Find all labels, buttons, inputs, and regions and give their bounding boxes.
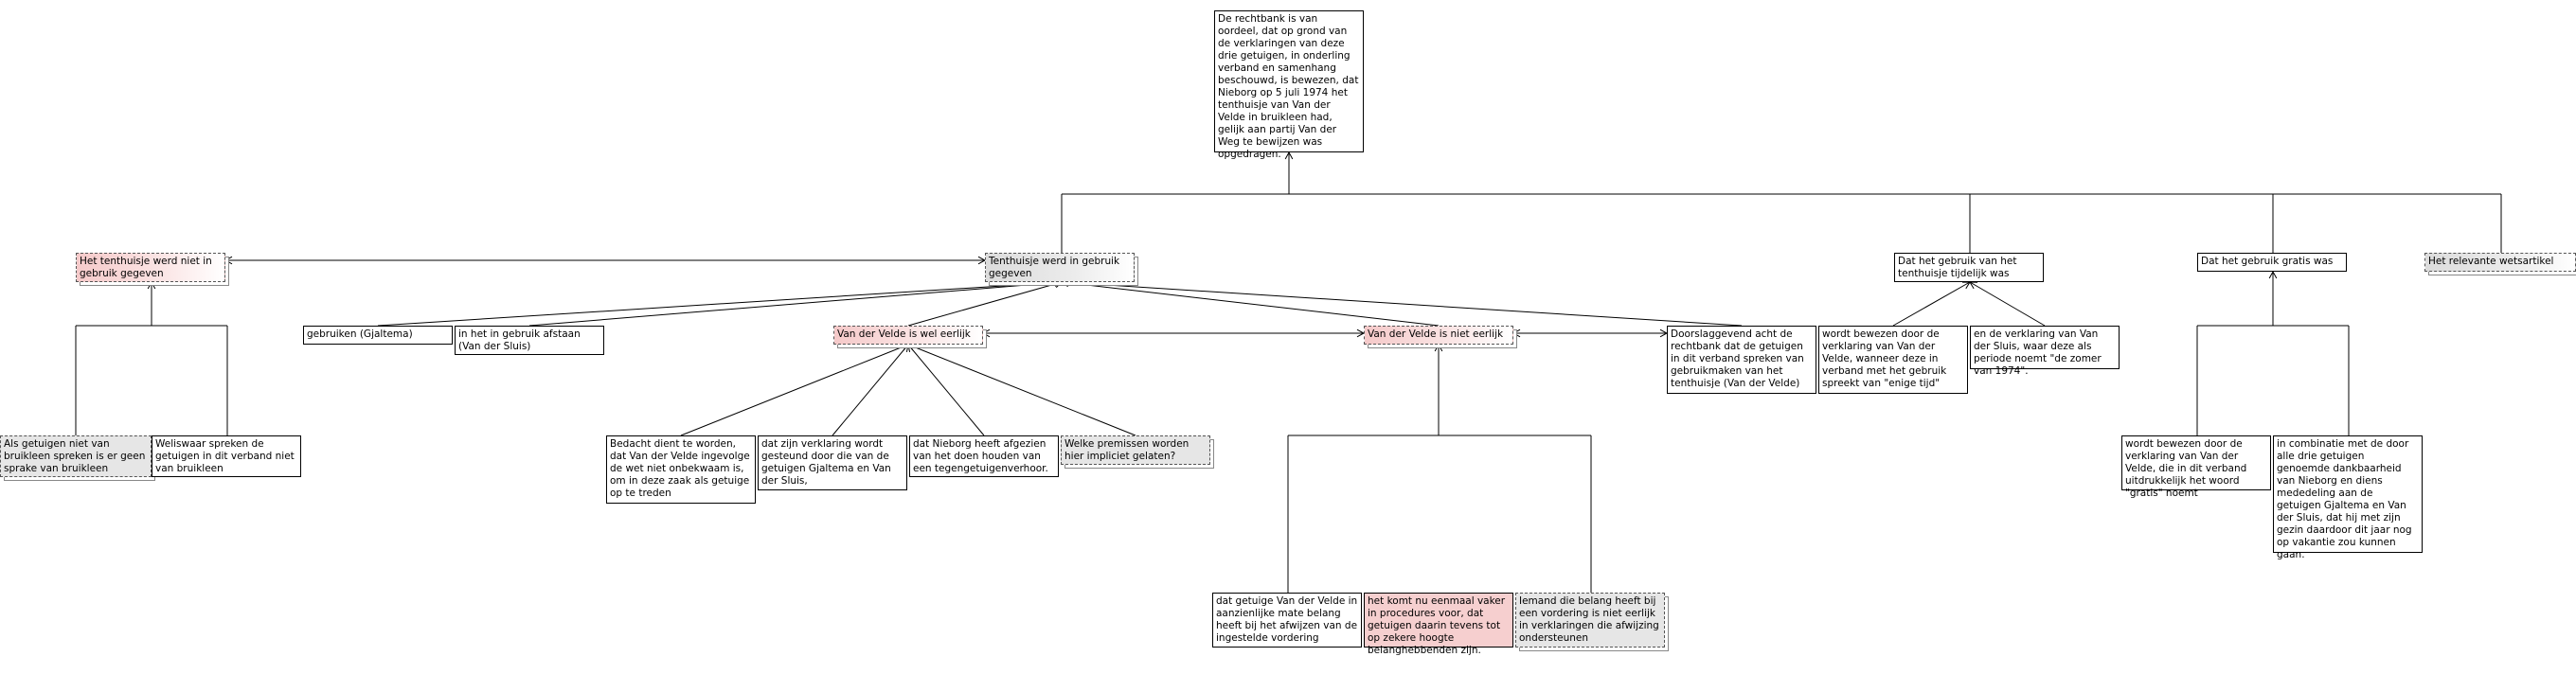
edge-ne-up-head [1434, 343, 1443, 352]
node-refrained[interactable]: dat Nieborg heeft afgezien van het doen … [909, 435, 1059, 477]
edge-to-wel-2 [907, 281, 1063, 327]
node-admittedly[interactable]: Weliswaar spreken de getuigen in dit ver… [152, 435, 301, 477]
edge-to-weleerlijk-2 [907, 344, 985, 436]
edge-tijd-a [1892, 281, 1971, 327]
edge-to-weleerlijk-1 [832, 344, 909, 436]
node-occurs-often[interactable]: het komt nu eenmaal vaker in procedures … [1364, 593, 1513, 656]
edge-to-weleerlijk-3 [907, 344, 1136, 436]
node-root-conclusion[interactable]: De rechtbank is van oordeel, dat op gron… [1214, 10, 1364, 160]
edge-tijd-b [1969, 281, 2046, 327]
node-supported[interactable]: dat zijn verklaring wordt gesteund door … [758, 435, 907, 490]
edge-gr-up-head [2268, 270, 2278, 279]
node-interested-party[interactable]: Iemand die belang heeft bij een vorderin… [1515, 593, 1665, 648]
node-give-up-van-der-sluis[interactable]: in het in gebruik afstaan (Van der Sluis… [455, 326, 604, 355]
edge-to-wel-0 [377, 281, 1063, 327]
node-decisive[interactable]: Doorslaggevend acht de rechtbank dat de … [1667, 326, 1816, 394]
node-free-use[interactable]: Dat het gebruik gratis was [2197, 253, 2347, 272]
node-gratitude[interactable]: in combinatie met de door alle drie getu… [2273, 435, 2423, 560]
node-implicit-premises[interactable]: Welke premissen worden hier impliciet ge… [1061, 435, 1210, 465]
edge-to-weleerlijk-0 [680, 344, 909, 436]
edge-tijd-b-head [1969, 281, 1978, 290]
node-interest[interactable]: dat getuige Van der Velde in aanzienlijk… [1212, 593, 1362, 648]
node-not-given-in-use[interactable]: Het tenthuisje werd niet in gebruik gege… [76, 253, 225, 282]
edge-to-wel-1 [528, 281, 1063, 327]
edge-to-wel-4 [1061, 281, 1743, 327]
node-not-honest[interactable]: Van der Velde is niet eerlijk [1364, 326, 1513, 345]
edge-niet-up-head [147, 280, 156, 290]
node-summer-1974[interactable]: en de verklaring van Van der Sluis, waar… [1970, 326, 2120, 377]
node-given-in-use[interactable]: Tenthuisje werd in gebruik gegeven [985, 253, 1135, 282]
node-honest[interactable]: Van der Velde is wel eerlijk [833, 326, 983, 345]
node-relevant-article[interactable]: Het relevante wetsartikel [2424, 253, 2576, 272]
node-temporary-use[interactable]: Dat het gebruik van het tenthuisje tijde… [1894, 253, 2044, 282]
node-witnesses-not-speaking[interactable]: Als getuigen niet van bruikleen spreken … [0, 435, 152, 477]
edge-root-up-head [1284, 151, 1294, 160]
node-proven-some-time[interactable]: wordt bewezen door de verklaring van Van… [1818, 326, 1968, 394]
edge-to-wel-3 [1061, 281, 1440, 327]
node-free-proven[interactable]: wordt bewezen door de verklaring van Van… [2121, 435, 2271, 499]
node-use-gjaltema[interactable]: gebruiken (Gjaltema) [303, 326, 453, 345]
node-consider-competent[interactable]: Bedacht dient te worden, dat Van der Vel… [606, 435, 756, 504]
